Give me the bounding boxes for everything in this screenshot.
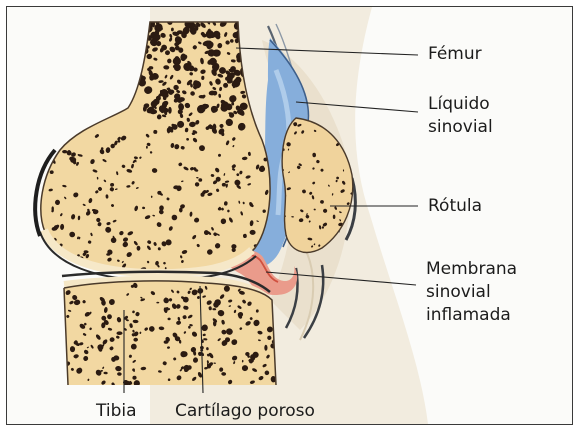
bone-pore	[146, 146, 148, 149]
bone-pore	[168, 318, 171, 321]
bone-pore	[172, 124, 177, 130]
label-inflamed-membrane: Membrana sinovial inflamada	[426, 258, 517, 327]
bone-pore	[206, 30, 214, 38]
label-femur: Fémur	[428, 43, 482, 66]
tibia-bone	[64, 281, 279, 387]
label-porous-cartilage: Cartílago poroso	[175, 400, 315, 423]
bone-pore	[168, 107, 172, 114]
label-synovial-fluid: Líquido sinovial	[428, 93, 493, 139]
label-patella: Rótula	[428, 195, 482, 218]
bone-pore	[117, 331, 123, 335]
bone-pore	[151, 196, 153, 198]
bone-pore	[227, 210, 229, 213]
label-tibia: Tibia	[96, 400, 137, 423]
